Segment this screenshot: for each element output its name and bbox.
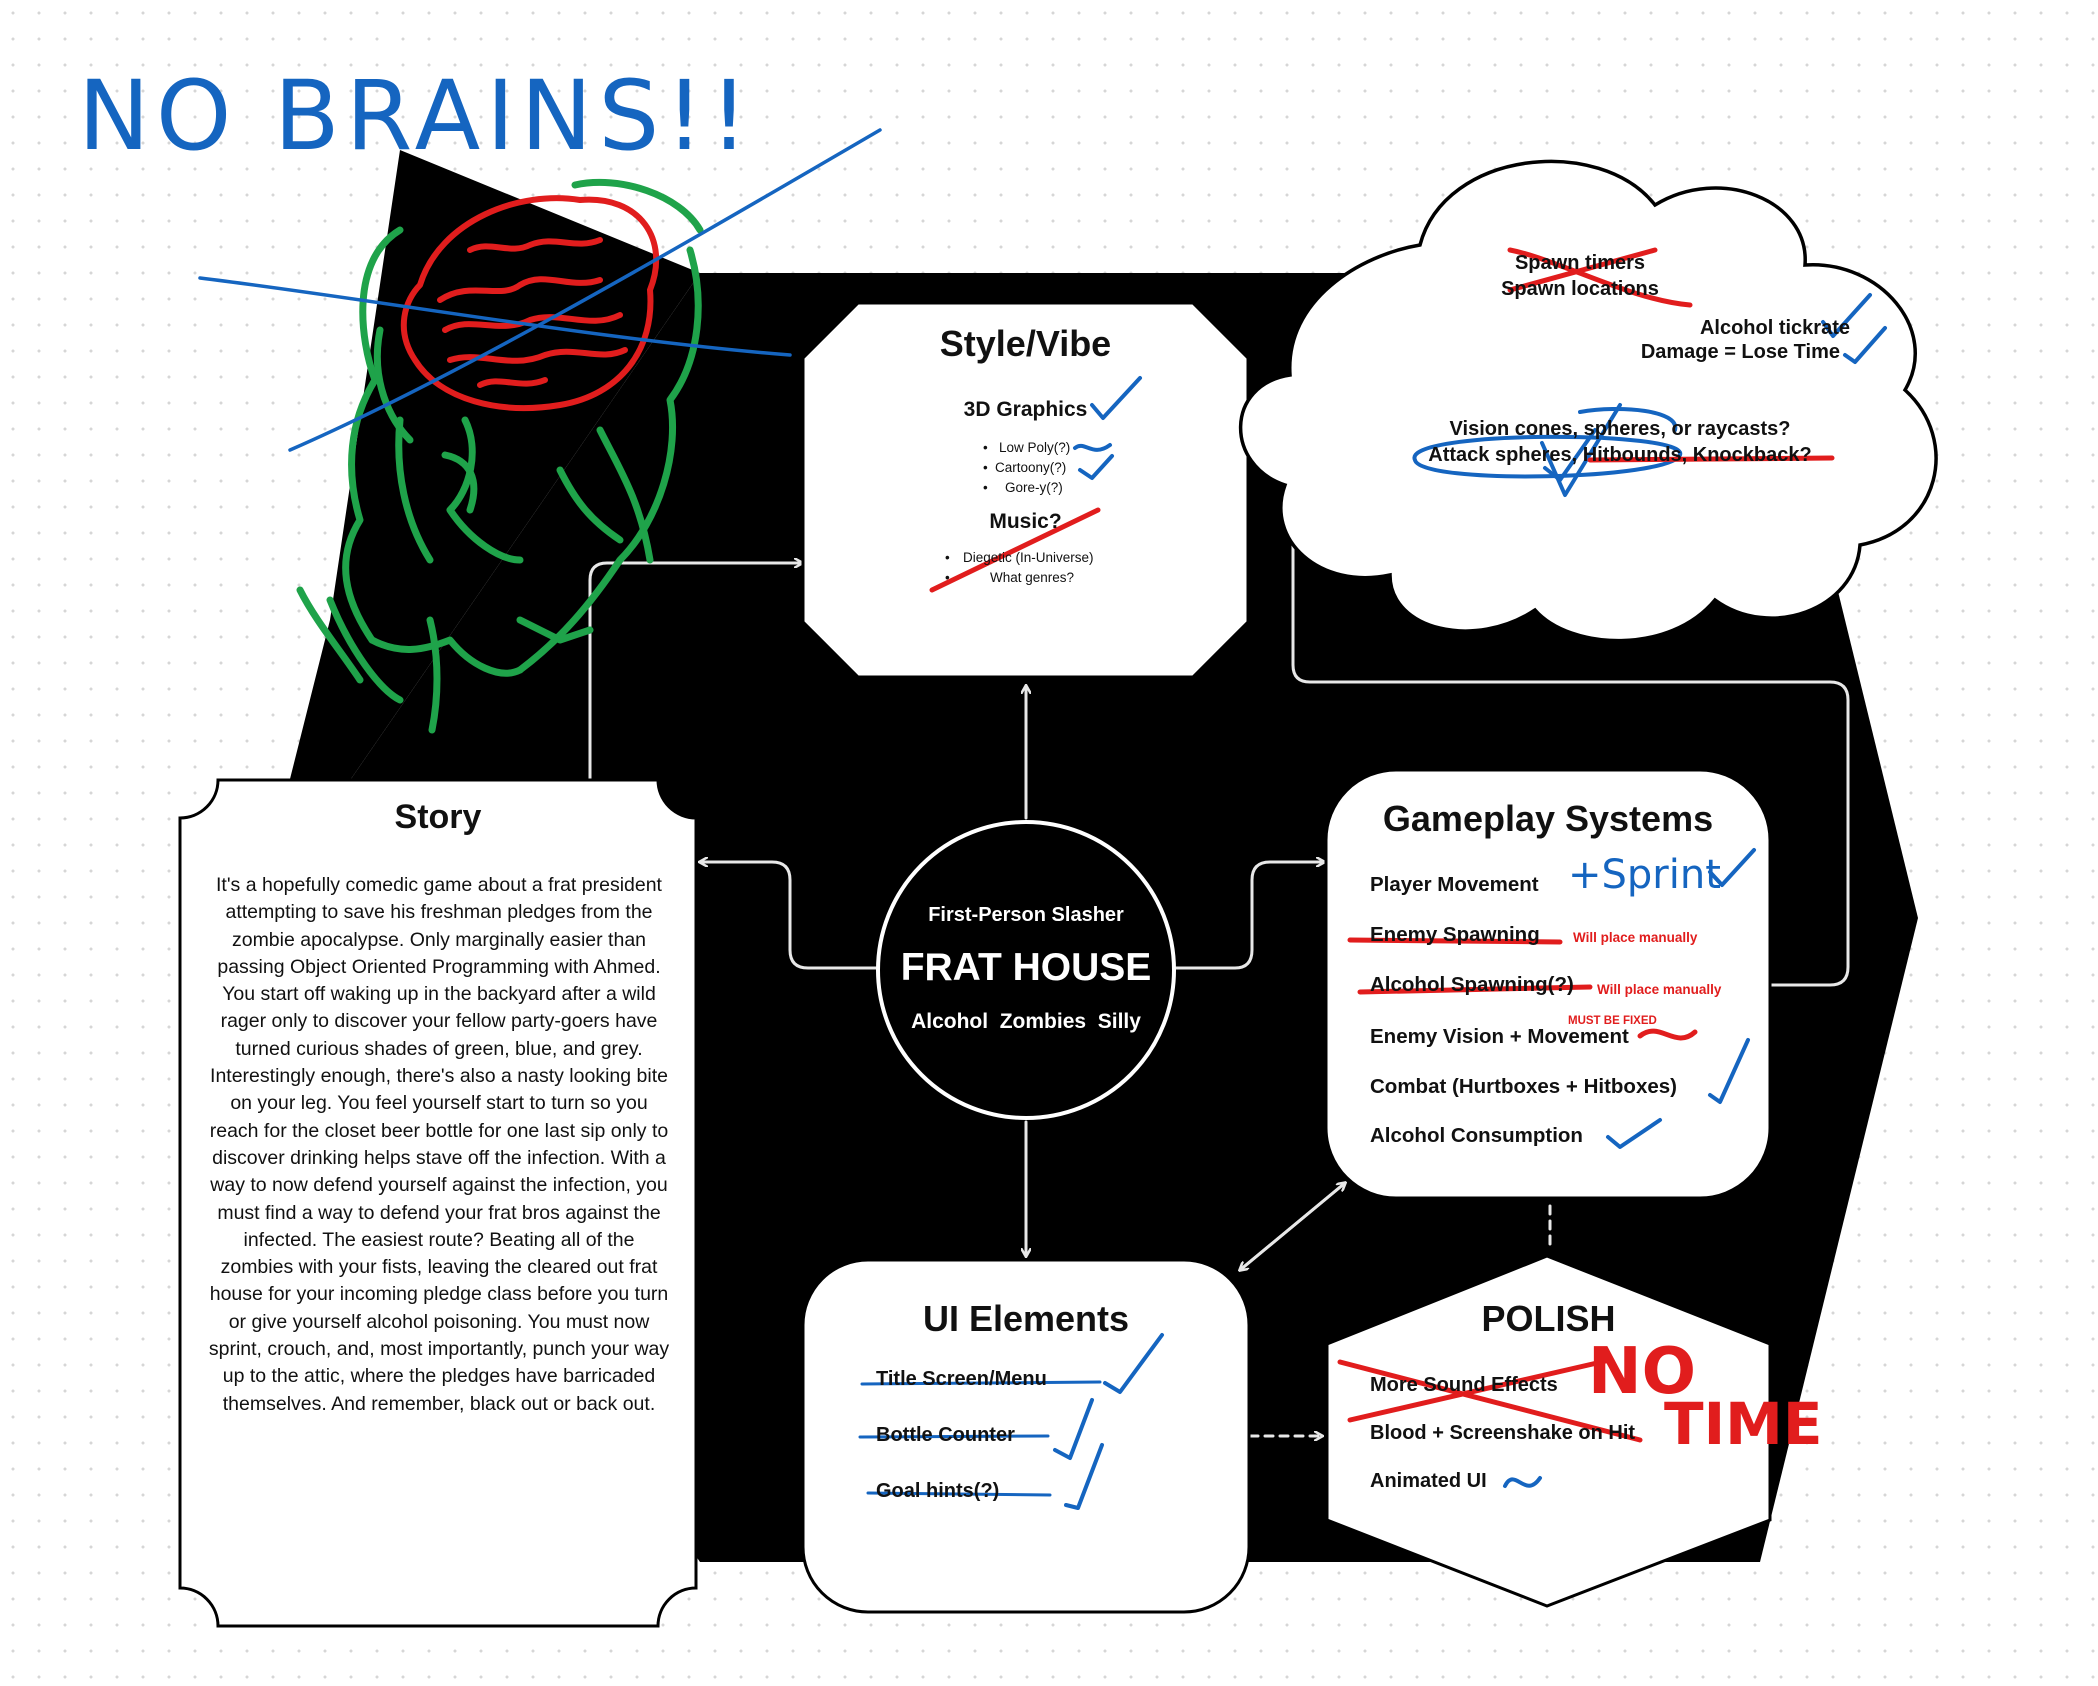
gameplay-item-player-movement: Player Movement: [1370, 873, 1539, 896]
cloud-spawn-timers: Spawn timers: [1514, 252, 1646, 274]
mechanics-cloud-node[interactable]: [1238, 159, 1938, 643]
ui-elements-title: UI Elements: [922, 1298, 1130, 1339]
polish-item-blood-screenshake: Blood + Screenshake on Hit: [1370, 1422, 1636, 1444]
time-scribble-text: TIME: [1664, 1390, 1823, 1458]
story-title: Story: [394, 798, 482, 836]
story-node[interactable]: [178, 778, 698, 1628]
ui-item-strikeouts: [858, 1380, 1102, 1497]
gameplay-item-alcohol-spawning: Alcohol Spawning(?): [1370, 973, 1574, 996]
cloud-attack: Attack spheres, Hitbounds, Knockback?: [1428, 444, 1812, 466]
style-music-list: Diegetic (In-Universe) What genres?: [945, 548, 1094, 588]
style-vibe-title: Style/Vibe: [939, 323, 1112, 364]
gameplay-item-combat: Combat (Hurtboxes + Hitboxes): [1370, 1075, 1677, 1098]
polish-node[interactable]: [1325, 1254, 1772, 1608]
cloud-damage: Damage = Lose Time: [1640, 341, 1840, 363]
gameplay-note-vision: MUST BE FIXED: [1568, 1015, 1657, 1027]
no-brains-scribble-text: NO BRAINS!!: [78, 60, 755, 172]
ui-item-goal-hints: Goal hints(?): [876, 1480, 1000, 1502]
style-graphics-heading: 3D Graphics: [963, 398, 1088, 421]
gameplay-systems-node[interactable]: [1324, 768, 1772, 1200]
sprint-scribble-text: +Sprint: [1568, 852, 1721, 898]
black-triangle-background: [255, 150, 700, 918]
cloud-spawn-locations: Spawn locations: [1501, 278, 1659, 300]
style-graphics-list: Low Poly(?) Cartoony(?) Gore-y(?): [983, 438, 1070, 498]
style-graphics-bullets: •••: [983, 440, 988, 495]
style-music-heading: Music?: [989, 510, 1062, 533]
style-music-bullets: ••: [945, 550, 950, 585]
style-music-item: What genres?: [990, 570, 1075, 585]
red-strikeouts: [929, 247, 1835, 1443]
style-graphics-item: Low Poly(?): [999, 440, 1071, 455]
gameplay-item-enemy-spawning: Enemy Spawning: [1370, 923, 1540, 946]
gameplay-item-alcohol-consumption: Alcohol Consumption: [1370, 1124, 1583, 1147]
style-vibe-node[interactable]: [801, 301, 1250, 679]
ui-item-bottle-counter: Bottle Counter: [876, 1424, 1015, 1446]
center-node[interactable]: [876, 820, 1176, 1120]
gameplay-item-enemy-vision: Enemy Vision + Movement: [1370, 1025, 1629, 1048]
gameplay-note-alcohol-spawning: Will place manually: [1597, 982, 1722, 997]
no-scribble-text: NO: [1588, 1335, 1696, 1409]
center-title: FRAT HOUSE: [900, 946, 1152, 989]
ui-item-title-screen: Title Screen/Menu: [876, 1368, 1047, 1390]
gameplay-note-enemy-spawning: Will place manually: [1573, 930, 1698, 945]
center-subtitle: First-Person Slasher: [928, 904, 1124, 926]
cross-out-lines: [198, 128, 882, 452]
gameplay-title: Gameplay Systems: [1382, 798, 1714, 839]
polish-item-sound-effects: More Sound Effects: [1370, 1374, 1558, 1396]
zombie-head-scribble: [296, 178, 704, 734]
center-tags: Alcohol Zombies Silly: [911, 1010, 1141, 1033]
polish-item-animated-ui: Animated UI: [1370, 1470, 1487, 1492]
story-body: It's a hopefully comedic game about a fr…: [208, 874, 670, 1415]
blue-checkmarks: [1053, 293, 1887, 1510]
polish-title: POLISH: [1481, 1298, 1616, 1339]
cloud-vision: Vision cones, spheres, or raycasts?: [1449, 418, 1791, 440]
style-graphics-item: Gore-y(?): [1005, 480, 1063, 495]
style-graphics-item: Cartoony(?): [995, 460, 1067, 475]
cloud-alcohol-tickrate: Alcohol tickrate: [1699, 317, 1850, 339]
style-music-item: Diegetic (In-Universe): [963, 550, 1094, 565]
